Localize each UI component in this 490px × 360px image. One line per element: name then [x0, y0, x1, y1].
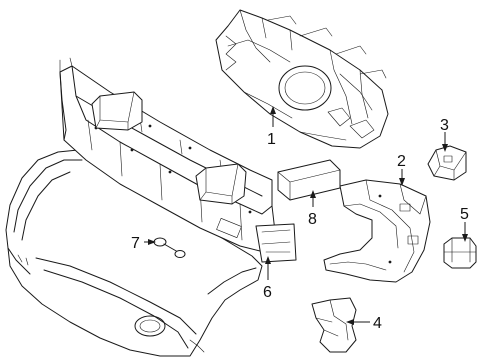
- callout-7: 7: [131, 235, 140, 252]
- upper-absorber: [215, 9, 389, 149]
- callout-3: 3: [440, 117, 449, 134]
- clip-block: [443, 237, 477, 269]
- grommet: [153, 237, 186, 258]
- callout-5: 5: [460, 206, 469, 223]
- lower-bracket: [311, 297, 357, 353]
- leader-lines: [144, 106, 468, 325]
- bumper-cover: [5, 149, 263, 357]
- absorber-block: [277, 159, 341, 201]
- side-bracket: [323, 179, 431, 283]
- callout-4: 4: [373, 315, 382, 332]
- callout-2: 2: [397, 153, 406, 170]
- callout-8: 8: [308, 211, 317, 228]
- callout-labels: 1 2 3 4 5 6 7 8: [131, 117, 469, 332]
- callout-1: 1: [267, 131, 276, 148]
- callout-6: 6: [263, 284, 272, 301]
- bracket-upper-right: [427, 145, 467, 181]
- reinforcement-beam: [59, 57, 297, 263]
